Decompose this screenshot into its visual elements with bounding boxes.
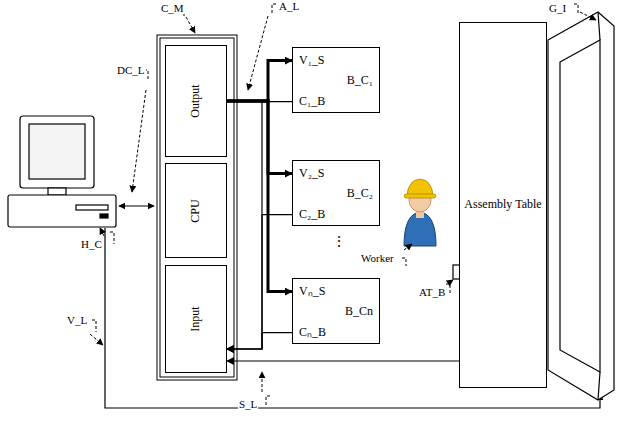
- callout-label: V_L: [66, 314, 88, 326]
- ellipsis-mark: ⋮: [331, 234, 347, 249]
- input-module: Input: [165, 265, 227, 373]
- callout-label: AT_B: [418, 286, 446, 298]
- input-line: [227, 333, 292, 349]
- box-label: Output: [189, 84, 202, 117]
- signal-name: C₂_B: [299, 208, 325, 221]
- station-box: Vₙ_S B_CnCₙ_B: [292, 278, 380, 344]
- host-computer: [8, 116, 116, 227]
- callout-label: C_M: [160, 2, 185, 14]
- input-line: [227, 102, 292, 349]
- box-label: Assembly Table: [460, 198, 546, 211]
- input-line: [227, 279, 460, 361]
- station-box: V₂_S B_C₂ C₂_B: [292, 160, 380, 226]
- callout-leaders: [90, 4, 596, 406]
- callout-label: G_I: [548, 2, 567, 14]
- signal-name: Cₙ_B: [299, 326, 326, 339]
- output-module: Output: [165, 45, 227, 157]
- input-line: [227, 215, 292, 349]
- signal-name: B_Cn: [345, 305, 373, 318]
- glass-display: [548, 12, 614, 400]
- signal-name: B_C₂: [347, 187, 373, 200]
- signal-name: V₁_S: [299, 54, 325, 67]
- cpu-module: CPU: [165, 163, 227, 258]
- controller-housing: [157, 35, 237, 380]
- callout-label: A_L: [278, 0, 300, 12]
- box-label: Input: [189, 306, 202, 331]
- callout-label: S_L: [238, 398, 258, 410]
- output-bus: [227, 101, 292, 174]
- station-box: V₁_S B_C₁ C₁_B: [292, 47, 380, 113]
- signal-name: Vₙ_S: [299, 285, 325, 298]
- assembly-table: Assembly Table: [459, 22, 547, 388]
- callout-label: Worker: [360, 252, 395, 264]
- signal-name: C₁_B: [299, 95, 325, 108]
- data-cable: [119, 205, 154, 206]
- signal-name: V₂_S: [299, 167, 325, 180]
- signal-name: B_C₁: [347, 74, 373, 87]
- callout-label: DC_L: [116, 64, 146, 76]
- worker-icon: [404, 179, 436, 246]
- output-bus: [227, 61, 292, 101]
- box-label: CPU: [189, 199, 202, 222]
- output-bus: [227, 101, 292, 292]
- controller-housing-inner: [160, 38, 234, 377]
- callout-label: H_C: [80, 238, 103, 250]
